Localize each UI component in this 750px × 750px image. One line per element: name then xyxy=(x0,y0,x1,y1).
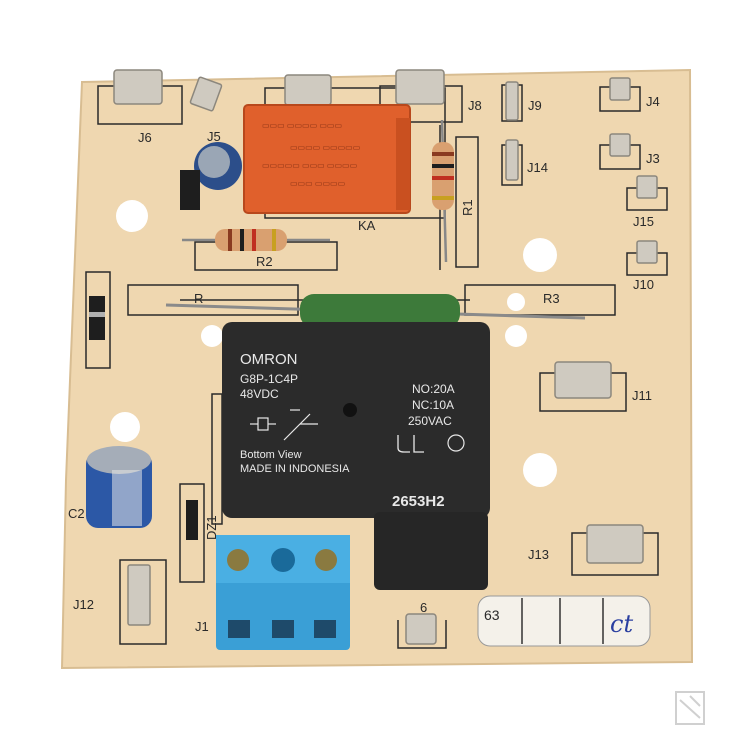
terminal-j6 xyxy=(113,69,163,105)
diode-left xyxy=(89,296,105,340)
silk-j12 xyxy=(119,559,167,645)
silk-r1 xyxy=(455,136,479,268)
terminal-j12 xyxy=(127,564,151,626)
terminal-j11 xyxy=(554,361,612,399)
relay-rating-nc: NC:10A xyxy=(412,398,454,412)
terminal-socket xyxy=(314,620,336,638)
mounting-hole xyxy=(116,200,148,232)
label-j13: J13 xyxy=(528,547,549,562)
label-j8: J8 xyxy=(468,98,482,113)
label-r1: R1 xyxy=(460,199,475,216)
label-j9: J9 xyxy=(528,98,542,113)
relay-lot: 2653H2 xyxy=(392,493,445,510)
label-ka: KA xyxy=(358,218,376,233)
ul-certification-icon xyxy=(397,435,424,453)
mounting-hole xyxy=(505,325,527,347)
power-relay-dot xyxy=(343,403,357,417)
small-relay-marking: ▭▭▭▭▭ ▭▭▭ ▭▭▭▭ xyxy=(262,161,357,170)
green-resistor xyxy=(300,294,460,328)
relay-rating-v: 250VAC xyxy=(408,414,452,428)
label-c2: C2 xyxy=(68,506,85,521)
marking-number: 63 xyxy=(484,607,500,623)
relay-brand: OMRON xyxy=(240,351,298,368)
capacitor-small-top xyxy=(198,146,230,178)
label-j6: J6 xyxy=(138,130,152,145)
label-j1: J1 xyxy=(195,619,209,634)
resistor-r2 xyxy=(215,229,287,251)
label-j11: J11 xyxy=(632,388,652,403)
label-j10: J10 xyxy=(633,277,654,292)
label-j12: J12 xyxy=(73,597,94,612)
terminal-j9 xyxy=(505,81,519,121)
diode-top xyxy=(180,170,200,210)
power-relay xyxy=(222,322,490,518)
terminal-j8 xyxy=(395,69,445,105)
zener-dz1 xyxy=(186,500,198,540)
label-r: R xyxy=(194,291,203,306)
relay-rating-no: NO:20A xyxy=(412,382,455,396)
capacitor-large-top xyxy=(87,446,151,474)
mounting-hole xyxy=(523,453,557,487)
label-bottom-terminal: 6 xyxy=(420,600,427,615)
terminal-j10 xyxy=(636,240,658,264)
terminal-j15 xyxy=(636,175,658,199)
terminal-j13 xyxy=(586,524,644,564)
small-relay-side xyxy=(396,118,410,210)
relay-origin: MADE IN INDONESIA xyxy=(240,463,350,475)
label-j5: J5 xyxy=(207,129,221,144)
terminal-bottom xyxy=(405,613,437,645)
watermark-logo xyxy=(675,691,705,725)
relay-model: G8P-1C4P xyxy=(240,372,298,386)
terminal-screw xyxy=(227,549,249,571)
mounting-hole xyxy=(110,412,140,442)
terminal-socket xyxy=(228,620,250,638)
capacitor-large-stripe xyxy=(112,470,142,526)
label-dz1: DZ1 xyxy=(204,515,219,540)
terminal-j4 xyxy=(609,77,631,101)
marking-initials: ct xyxy=(610,610,633,638)
label-r2: R2 xyxy=(256,254,273,269)
label-j4: J4 xyxy=(646,94,660,109)
terminal-screw-hole xyxy=(271,548,295,572)
terminal-j3 xyxy=(609,133,631,157)
terminal-j14 xyxy=(505,139,519,181)
small-relay-marking: ▭▭▭▭ ▭▭▭▭▭ xyxy=(290,143,360,152)
resistor-r2-bands xyxy=(228,229,276,251)
silk-dz1 xyxy=(179,483,205,583)
relay-schematic-icon xyxy=(250,409,318,441)
label-j14: J14 xyxy=(527,160,548,175)
relay-view: Bottom View xyxy=(240,449,302,461)
mounting-hole xyxy=(507,293,525,311)
label-j3: J3 xyxy=(646,151,660,166)
small-relay-marking: ▭▭▭ ▭▭▭▭ xyxy=(290,179,345,188)
power-relay-extension xyxy=(374,512,488,590)
terminal-socket xyxy=(272,620,294,638)
terminal-j5 xyxy=(189,76,223,112)
resistor-r1-bands xyxy=(432,152,454,200)
relay-coil: 48VDC xyxy=(240,387,279,401)
silk-diode xyxy=(85,271,111,369)
mounting-hole xyxy=(201,325,223,347)
small-relay-marking: ▭▭▭ ▭▭▭▭ ▭▭▭ xyxy=(262,121,342,130)
mounting-hole xyxy=(523,238,557,272)
terminal-screw xyxy=(315,549,337,571)
label-r3: R3 xyxy=(543,291,560,306)
marking-box xyxy=(477,595,651,647)
diode-left-band xyxy=(89,312,105,317)
terminal-ka-left xyxy=(284,74,332,106)
label-j15: J15 xyxy=(633,214,654,229)
csa-certification-icon xyxy=(447,434,465,452)
silk-bottom-tab xyxy=(397,620,447,649)
